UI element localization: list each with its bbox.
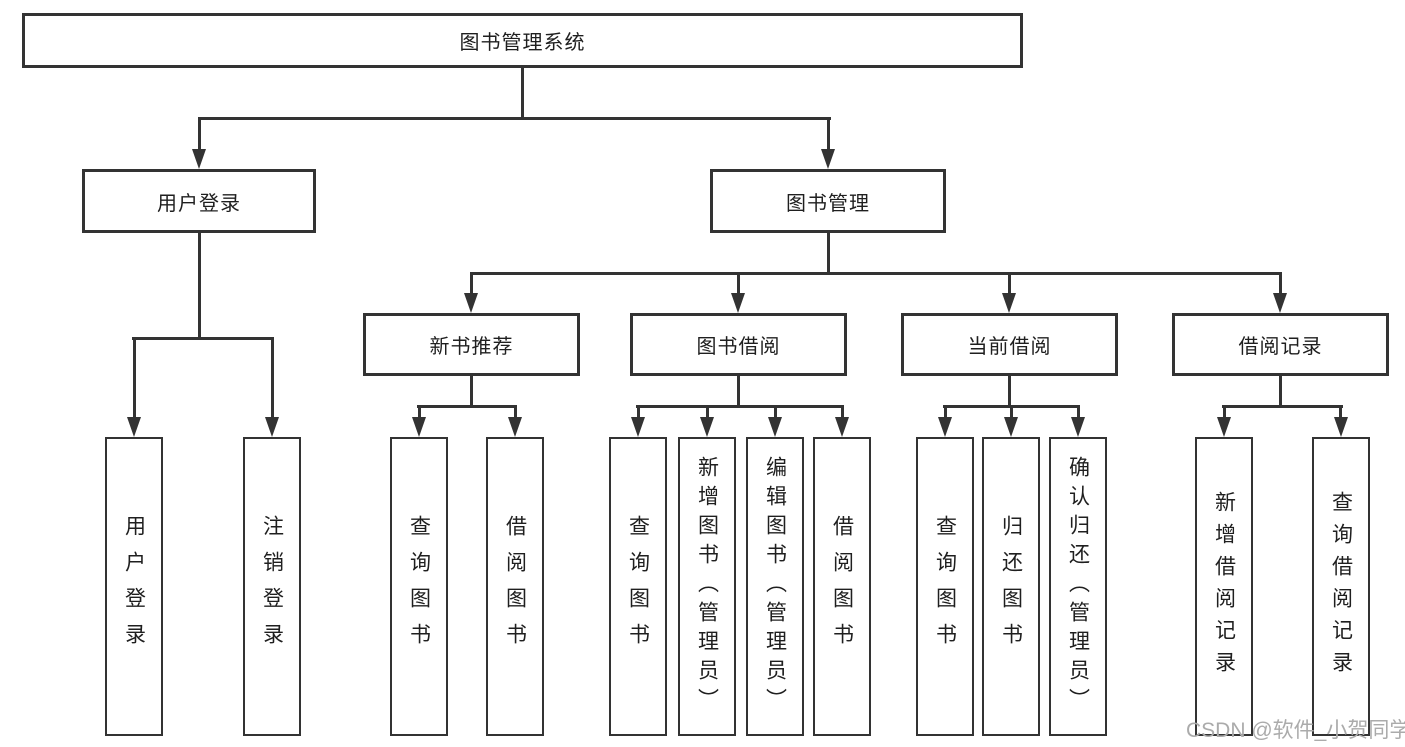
connector-to-current-borrow <box>1008 272 1011 297</box>
node-label: 借阅图书 <box>503 514 527 659</box>
node-label: 查询借阅记录 <box>1329 490 1353 683</box>
arrowhead-leaf <box>631 417 645 437</box>
node-leaf-query-books-1: 查询图书 <box>390 437 448 736</box>
node-label: 用户登录 <box>122 514 146 659</box>
node-label: 新书推荐 <box>429 336 514 358</box>
connector-leaf-stem <box>637 405 640 421</box>
connector-to-book-management <box>827 117 830 153</box>
connector-to-user-login <box>198 117 201 153</box>
connector-leaf-stem <box>944 405 947 421</box>
connector-book-borrow-stem <box>737 376 740 405</box>
node-label: 当前借阅 <box>967 336 1052 358</box>
node-leaf-edit-books-admin: 编辑图书（管理员） <box>746 437 804 736</box>
node-leaf-borrow-books-2: 借阅图书 <box>813 437 871 736</box>
arrowhead-leaf <box>1217 417 1231 437</box>
connector-borrow-records-stem <box>1279 376 1282 405</box>
node-label: 查询图书 <box>626 514 650 659</box>
node-user-login: 用户登录 <box>82 169 316 233</box>
node-label: 归还图书 <box>999 514 1023 659</box>
connector-leaf-stem <box>841 405 844 421</box>
connector-to-book-borrow <box>737 272 740 297</box>
arrowhead-leaf <box>1004 417 1018 437</box>
arrowhead-leaf <box>938 417 952 437</box>
node-label: 确认归还（管理员） <box>1066 456 1090 717</box>
node-label: 图书管理系统 <box>459 32 586 54</box>
node-label: 查询图书 <box>407 514 431 659</box>
node-leaf-confirm-return-admin: 确认归还（管理员） <box>1049 437 1107 736</box>
arrowhead-leaf <box>835 417 849 437</box>
node-leaf-return-books: 归还图书 <box>982 437 1040 736</box>
connector-leaf-stem <box>514 405 517 421</box>
connector-new-books-bar <box>417 405 517 408</box>
arrowhead-book-borrow <box>731 293 745 313</box>
node-leaf-add-borrow-record: 新增借阅记录 <box>1195 437 1253 736</box>
node-label: 查询图书 <box>933 514 957 659</box>
node-label: 注销登录 <box>260 514 284 659</box>
connector-current-borrow-stem <box>1008 376 1011 405</box>
connector-book-borrow-bar <box>636 405 844 408</box>
node-borrowing-records: 借阅记录 <box>1172 313 1389 376</box>
node-leaf-add-books-admin: 新增图书（管理员） <box>678 437 736 736</box>
arrowhead-leaf <box>1334 417 1348 437</box>
node-leaf-query-books-2: 查询图书 <box>609 437 667 736</box>
arrowhead-borrow-records <box>1273 293 1287 313</box>
node-label: 新增借阅记录 <box>1212 490 1236 683</box>
arrowhead-current-borrow <box>1002 293 1016 313</box>
connector-borrow-records-bar <box>1222 405 1343 408</box>
arrowhead-user-login <box>192 149 206 169</box>
node-leaf-query-borrow-record: 查询借阅记录 <box>1312 437 1370 736</box>
connector-root-bar <box>198 117 831 120</box>
arrowhead-login-leaf <box>127 417 141 437</box>
connector-to-login-leaf <box>133 337 136 421</box>
connector-leaf-stem <box>706 405 709 421</box>
node-label: 图书管理 <box>786 192 870 215</box>
arrowhead-leaf <box>700 417 714 437</box>
arrowhead-leaf <box>508 417 522 437</box>
node-label: 新增图书（管理员） <box>695 456 719 717</box>
watermark-text: CSDN @软件_小贺同学 <box>1186 719 1405 742</box>
connector-book-management-stem <box>827 233 830 272</box>
node-book-management: 图书管理 <box>710 169 946 233</box>
node-leaf-borrow-books-1: 借阅图书 <box>486 437 544 736</box>
node-label: 借阅记录 <box>1238 336 1323 358</box>
node-leaf-user-login: 用户登录 <box>105 437 163 736</box>
connector-user-login-stem <box>198 233 201 337</box>
node-leaf-query-books-3: 查询图书 <box>916 437 974 736</box>
connector-leaf-stem <box>1010 405 1013 421</box>
arrowhead-leaf <box>1071 417 1085 437</box>
arrowhead-new-books <box>464 293 478 313</box>
node-current-borrowing: 当前借阅 <box>901 313 1118 376</box>
node-new-book-recommend: 新书推荐 <box>363 313 580 376</box>
connector-root-stem <box>521 68 524 117</box>
connector-to-borrow-records <box>1279 272 1282 297</box>
connector-leaf-stem <box>1077 405 1080 421</box>
connector-leaf-stem <box>1223 405 1226 421</box>
connector-user-login-bar <box>132 337 274 340</box>
node-label: 编辑图书（管理员） <box>763 456 787 717</box>
node-label: 用户登录 <box>157 192 241 215</box>
arrowhead-leaf <box>768 417 782 437</box>
arrowhead-logout-leaf <box>265 417 279 437</box>
node-label: 图书借阅 <box>696 336 781 358</box>
node-library-management-system: 图书管理系统 <box>22 13 1023 68</box>
connector-to-logout-leaf <box>271 337 274 421</box>
connector-leaf-stem <box>774 405 777 421</box>
connector-new-books-stem <box>470 376 473 405</box>
connector-leaf-stem <box>418 405 421 421</box>
node-label: 借阅图书 <box>830 514 854 659</box>
connector-leaf-stem <box>1339 405 1342 421</box>
node-book-borrowing: 图书借阅 <box>630 313 847 376</box>
connector-to-new-books <box>470 272 473 297</box>
node-leaf-logout: 注销登录 <box>243 437 301 736</box>
connector-level3-bar <box>470 272 1282 275</box>
arrowhead-book-management <box>821 149 835 169</box>
arrowhead-leaf <box>412 417 426 437</box>
